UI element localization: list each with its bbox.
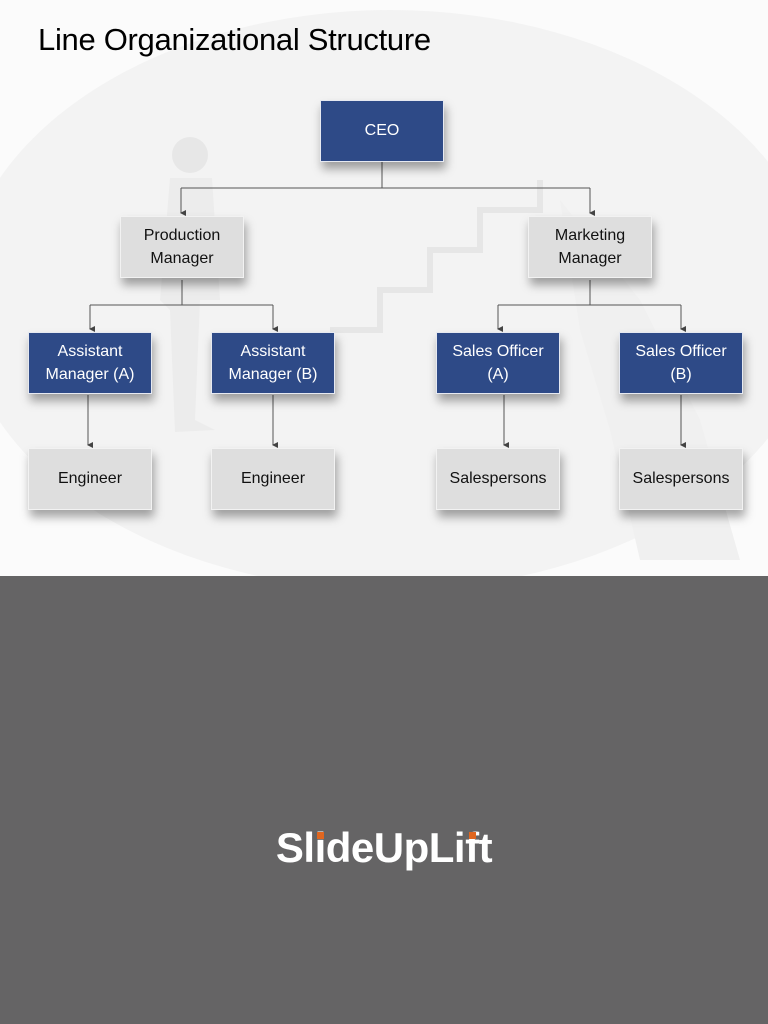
- node-label: Salespersons: [449, 470, 547, 488]
- node-salespersons-1: Salespersons: [436, 448, 560, 510]
- node-marketing-manager: Marketing Manager: [528, 216, 652, 278]
- node-label: Engineer: [240, 470, 306, 488]
- node-assistant-manager-a: Assistant Manager (A): [28, 332, 152, 394]
- node-sales-officer-a: Sales Officer (A): [436, 332, 560, 394]
- node-label: Sales Officer (B): [635, 342, 727, 383]
- node-salespersons-2: Salespersons: [619, 448, 743, 510]
- logo-accent-dot: [468, 832, 476, 839]
- footer-panel: [0, 576, 768, 1024]
- node-label: Salespersons: [632, 470, 730, 488]
- page-title: Line Organizational Structure: [38, 22, 431, 57]
- node-sales-officer-b: Sales Officer (B): [619, 332, 743, 394]
- org-chart-connectors: [87, 162, 686, 448]
- node-label: Assistant Manager (B): [228, 342, 318, 383]
- logo-accent-dot: [316, 832, 324, 839]
- node-engineer-2: Engineer: [211, 448, 335, 510]
- node-label: CEO: [364, 122, 400, 140]
- slide: Line Organizational Structure: [28, 22, 743, 560]
- brand-logo: SlideUpLift: [0, 824, 768, 872]
- node-label: Production Manager: [143, 226, 221, 267]
- node-label: Sales Officer (A): [452, 342, 544, 383]
- node-label: Marketing Manager: [554, 226, 626, 267]
- node-production-manager: Production Manager: [120, 216, 244, 278]
- node-engineer-1: Engineer: [28, 448, 152, 510]
- logo-text: SlideUpLift: [275, 824, 493, 871]
- node-ceo: CEO: [320, 100, 444, 162]
- node-label: Assistant Manager (A): [45, 342, 135, 383]
- node-label: Engineer: [57, 470, 123, 488]
- node-assistant-manager-b: Assistant Manager (B): [211, 332, 335, 394]
